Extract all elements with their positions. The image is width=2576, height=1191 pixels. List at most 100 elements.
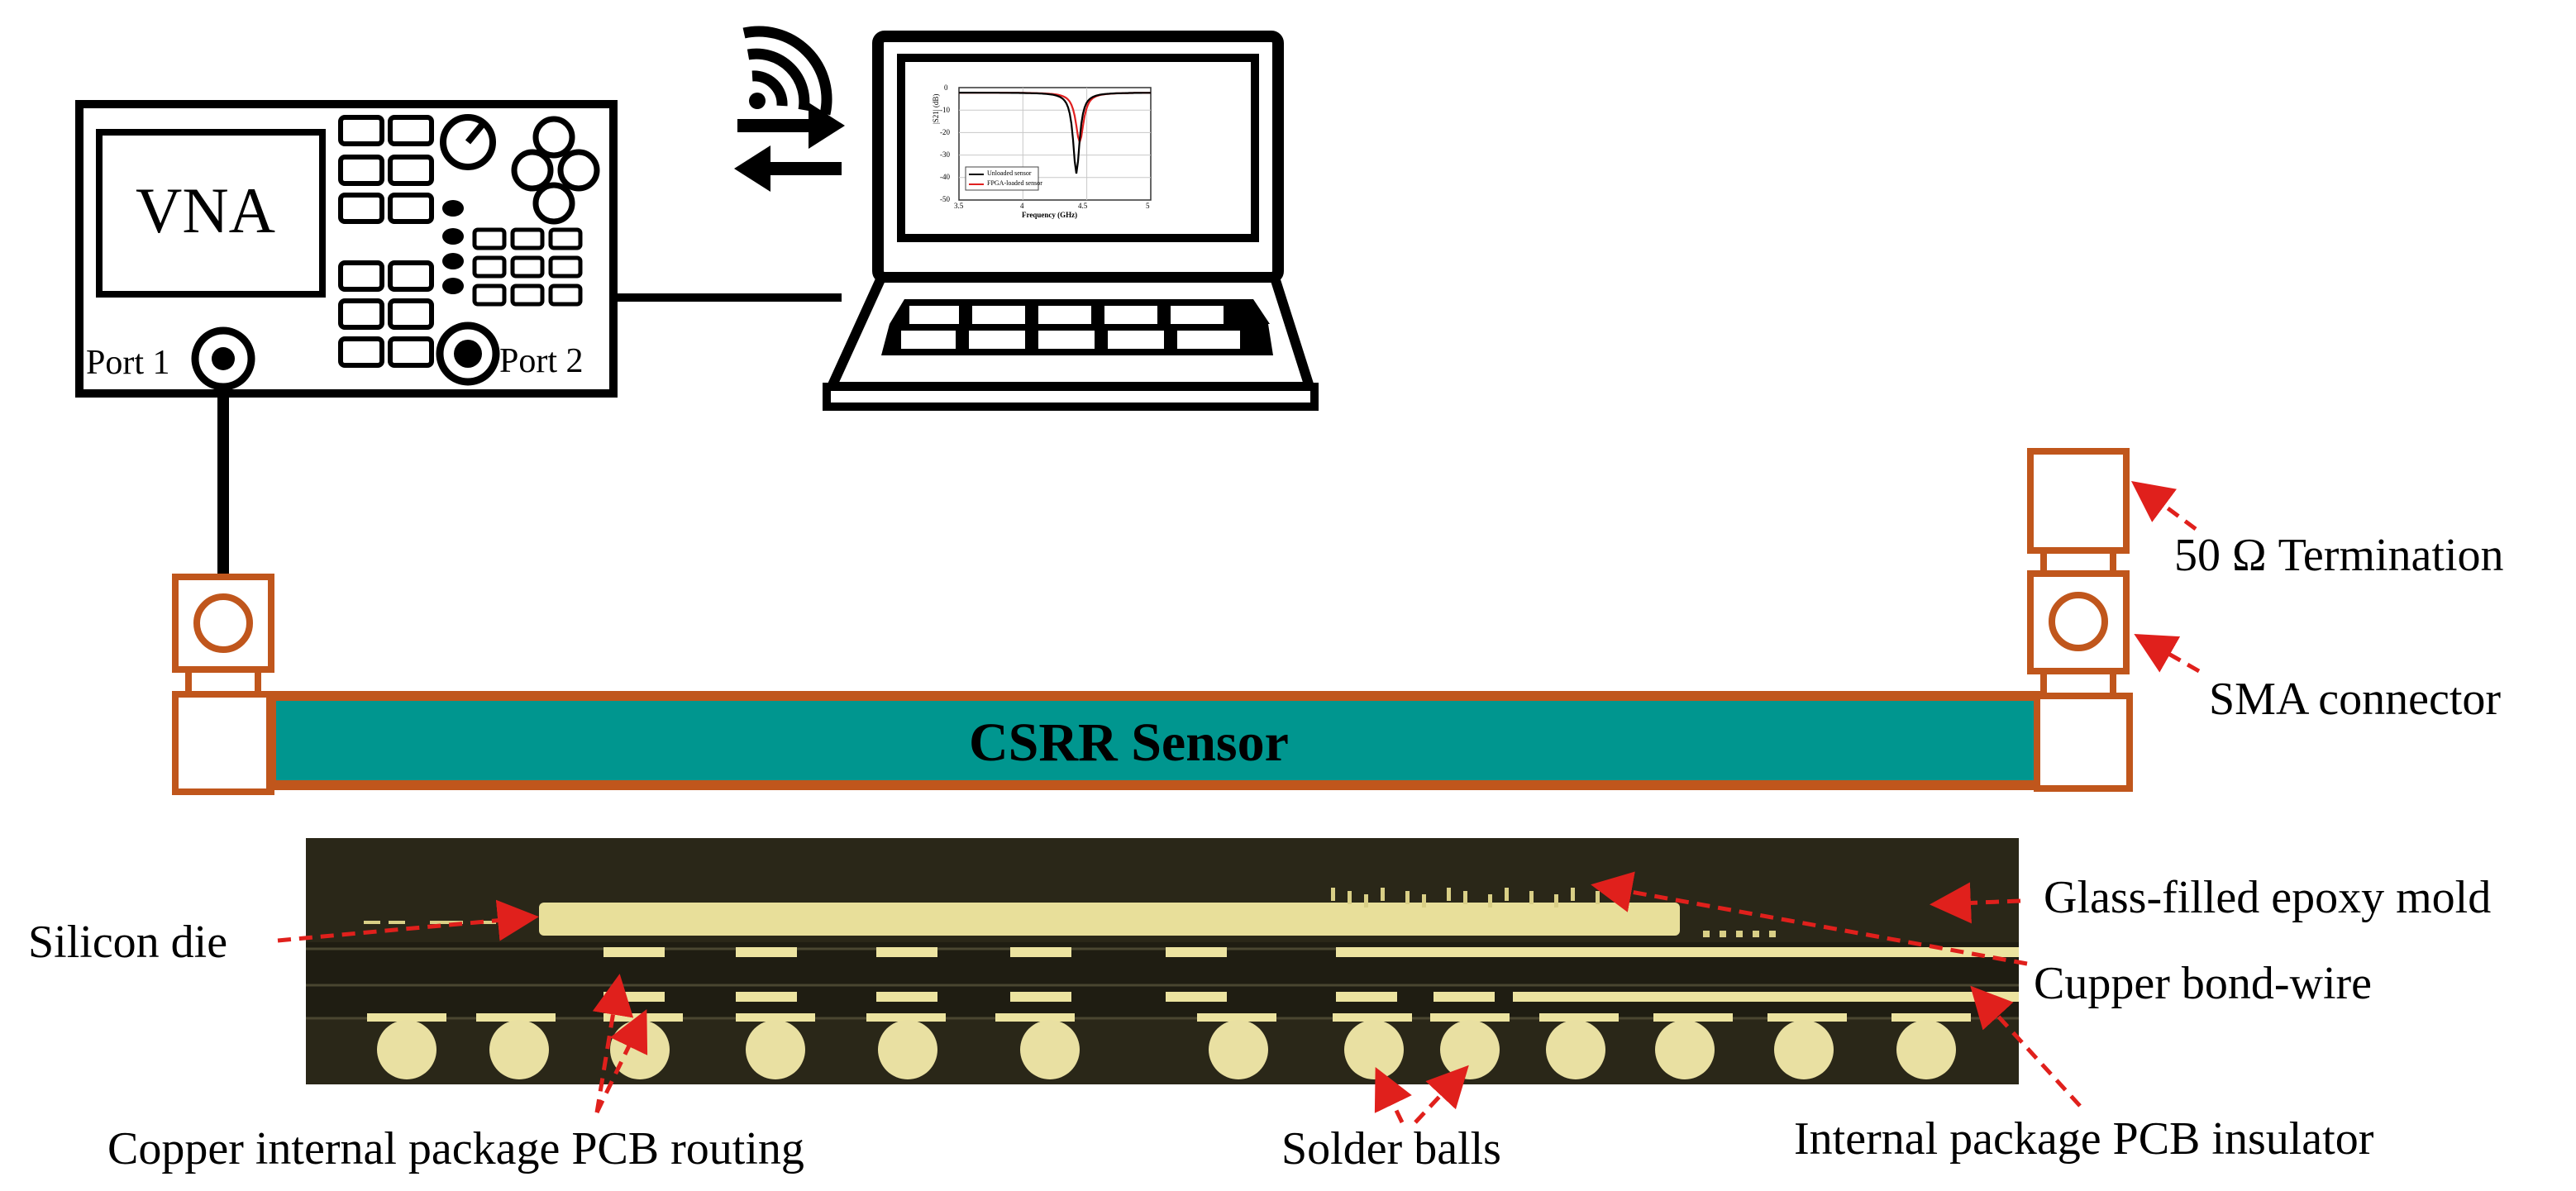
routing-pad-bottom [736, 1013, 815, 1022]
vna-port-1-label: Port 1 [86, 344, 170, 382]
bond-wire-right [1720, 931, 1726, 937]
routing-pad-top [876, 947, 937, 957]
solder-ball [1546, 1020, 1605, 1079]
plot-ytick-2: -20 [940, 128, 950, 136]
routing-pad-mid [603, 992, 665, 1002]
bond-wire [1348, 891, 1352, 904]
bond-wire-right [1736, 931, 1743, 937]
routing-pad-mid [1010, 992, 1071, 1002]
arrow-pcb-routing-1 [592, 974, 634, 1113]
solder-ball [1896, 1020, 1956, 1079]
solder-ball [1774, 1020, 1834, 1079]
package-cross-section-image [306, 838, 2019, 1084]
silicon-die-label: Silicon die [28, 917, 228, 968]
vna-button-grid-right [472, 227, 583, 307]
solder-ball [1344, 1020, 1404, 1079]
plot-legend [965, 166, 1039, 191]
solder-ball [489, 1020, 549, 1079]
left-sma-connector [172, 574, 274, 795]
routing-pad-top [1010, 947, 1071, 957]
laptop-front-edge [823, 383, 1319, 411]
bond-wire [1488, 894, 1492, 908]
routing-pad-mid [1433, 992, 1495, 1002]
plot-xtick-1: 4 [1020, 202, 1024, 210]
routing-trace-top [1336, 947, 2019, 957]
vna-instrument [75, 100, 618, 398]
routing-pad-mid [1166, 992, 1227, 1002]
termination-label: 50 Ω Termination [2174, 530, 2504, 581]
bond-wire [1447, 888, 1451, 901]
pcb-routing-label: Copper internal package PCB routing [107, 1123, 804, 1174]
solder-ball [878, 1020, 937, 1079]
routing-pad-top [736, 947, 797, 957]
bond-wire-left [430, 921, 446, 924]
callout-arrows [277, 481, 2201, 1124]
routing-pad-top [1166, 947, 1227, 957]
arrow-pcb-routing-2 [594, 1008, 648, 1114]
routing-pad-bottom [1333, 1013, 1412, 1022]
data-transfer-arrows-icon [734, 102, 845, 192]
vna-port-1-connector [191, 326, 255, 391]
plot-xtick-0: 3.5 [954, 202, 964, 210]
right-sma-connector [2027, 448, 2133, 792]
routing-pad-mid [736, 992, 797, 1002]
bond-wire-left [479, 921, 496, 924]
routing-pad-bottom [866, 1013, 946, 1022]
routing-pad-bottom [1653, 1013, 1733, 1022]
routing-pad-bottom [995, 1013, 1075, 1022]
bond-wire-left [389, 921, 405, 924]
vna-port-2-label: Port 2 [499, 342, 584, 380]
plot-xtick-2: 4.5 [1078, 202, 1088, 210]
plot-ytick-4: -40 [940, 173, 950, 181]
sma-label: SMA connector [2209, 674, 2502, 725]
routing-pad-mid [876, 992, 937, 1002]
routing-pad-bottom [476, 1013, 556, 1022]
vna-button-grid-upper [338, 115, 434, 368]
bond-wire-label: Cupper bond-wire [2034, 958, 2373, 1009]
routing-pad-bottom [1539, 1013, 1619, 1022]
arrow-termination [2130, 481, 2197, 531]
plot-x-label: Frequency (GHz) [1022, 211, 1078, 219]
arrow-solder-ball-2 [1414, 1065, 1469, 1124]
arrow-pcb-insulator [1970, 985, 2082, 1108]
bond-wire [1405, 891, 1410, 904]
plot-ytick-5: -50 [940, 195, 950, 203]
solder-ball [746, 1020, 805, 1079]
routing-pad-bottom [1767, 1013, 1847, 1022]
bond-wire-right [1753, 931, 1759, 937]
routing-pad-bottom [367, 1013, 446, 1022]
laptop-plot [958, 87, 1152, 201]
bond-wire [1364, 894, 1368, 908]
bond-wire [1331, 888, 1335, 901]
plot-y-label: |S21| (dB) [932, 93, 940, 124]
xray-routing-pads [367, 947, 2019, 1022]
plot-legend-unloaded: Unloaded sensor [987, 169, 1032, 177]
plot-legend-loaded: FPGA-loaded sensor [987, 179, 1042, 187]
laptop-keys [901, 306, 1240, 349]
vna-screen [96, 129, 326, 298]
routing-pad-top [603, 947, 665, 957]
bond-wire-right [1703, 931, 1710, 937]
solder-balls-label: Solder balls [1281, 1123, 1501, 1174]
arrow-solder-ball-1 [1374, 1066, 1412, 1124]
bond-wire-right [1769, 931, 1776, 937]
routing-pad-bottom [1430, 1013, 1510, 1022]
bond-wire [1554, 894, 1558, 908]
xray-solder-balls [377, 1020, 1956, 1079]
vna-indicators [442, 200, 464, 294]
bond-wire-left [364, 921, 380, 924]
routing-trace-mid [1513, 992, 2019, 1002]
bond-wire [1529, 891, 1534, 904]
xray-silicon-die [539, 903, 1680, 936]
vna-dial-cluster [511, 116, 600, 225]
plot-ytick-1: -10 [940, 106, 950, 114]
bond-wire [1596, 891, 1600, 904]
wireless-icon [742, 26, 832, 116]
routing-pad-mid [1336, 992, 1397, 1002]
sensor-label: CSRR Sensor [969, 712, 1289, 773]
bond-wire [1463, 891, 1467, 904]
plot-ytick-3: -30 [940, 150, 950, 159]
vna-port-2-connector [436, 322, 500, 386]
